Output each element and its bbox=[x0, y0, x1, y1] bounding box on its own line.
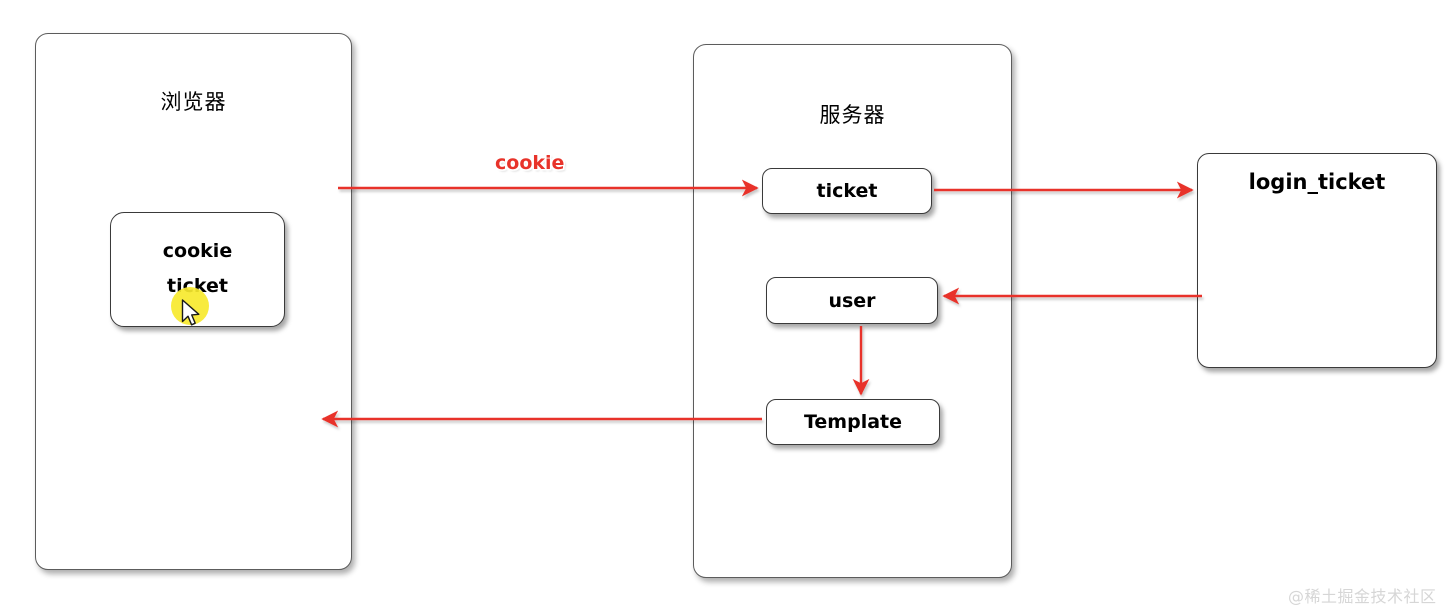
ticket-node-label: ticket bbox=[816, 180, 878, 202]
login-ticket-node[interactable]: login_ticket bbox=[1197, 153, 1437, 368]
template-node-label: Template bbox=[803, 411, 903, 433]
edge-label-cookie: cookie bbox=[495, 152, 565, 174]
server-title: 服务器 bbox=[819, 103, 886, 127]
mouse-cursor-icon bbox=[181, 299, 200, 326]
user-node[interactable]: user bbox=[766, 277, 938, 324]
template-node[interactable]: Template bbox=[766, 399, 940, 445]
login-ticket-node-label: login_ticket bbox=[1248, 170, 1386, 194]
user-node-label: user bbox=[828, 289, 876, 312]
watermark: @稀土掘金技术社区 bbox=[1288, 587, 1437, 606]
browser-title: 浏览器 bbox=[160, 90, 227, 114]
browser-store-cookie-label: cookie bbox=[162, 240, 233, 263]
ticket-node[interactable]: ticket bbox=[762, 168, 932, 214]
